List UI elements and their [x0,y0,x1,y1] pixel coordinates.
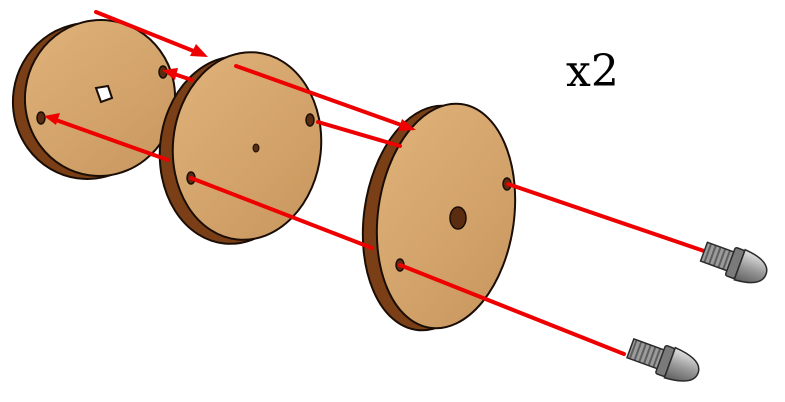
screw-line-upper [508,184,704,251]
guide-line-upper-short [318,122,400,146]
disc-small-hole-lower [37,112,45,124]
screw-lower [625,333,704,388]
disc-large [349,95,529,340]
disc-medium-center-hole [253,144,259,152]
quantity-label: x2 [566,50,619,94]
screw-upper [699,237,772,290]
disc-medium-hole-upper [306,114,314,126]
disc-large-center-hole [450,207,466,229]
